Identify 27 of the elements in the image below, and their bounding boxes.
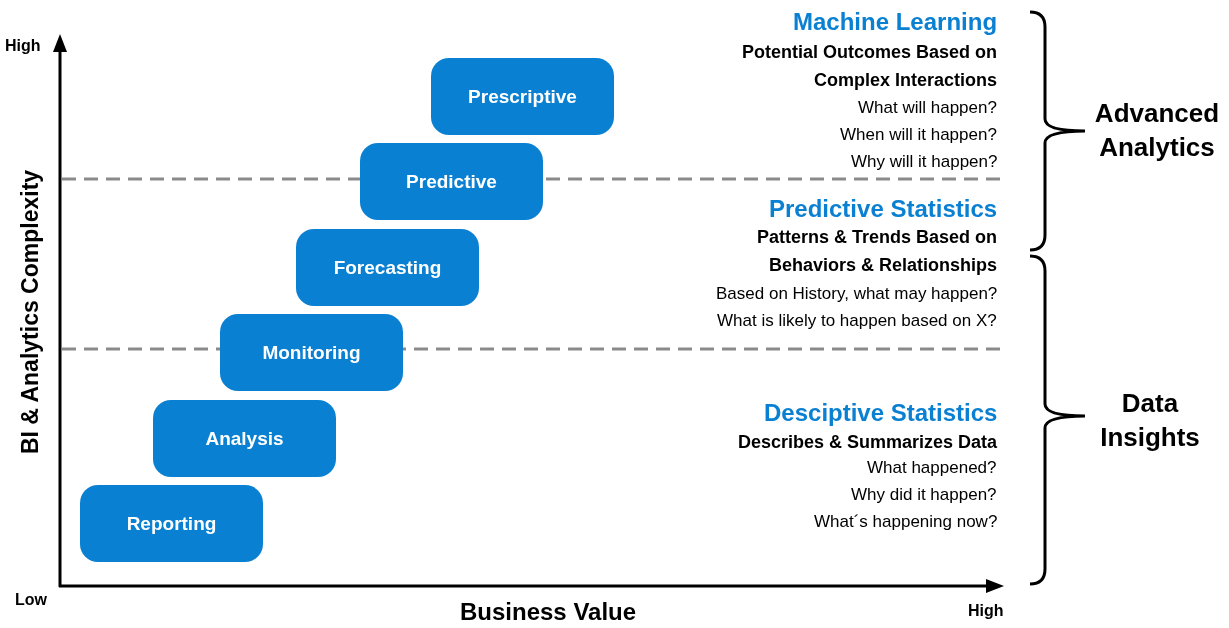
axis-end-label: Low: [15, 590, 47, 610]
question-text: What will happen?: [858, 97, 997, 119]
question-text: Based on History, what may happen?: [716, 283, 998, 305]
question-text: Why did it happen?: [851, 484, 997, 506]
question-text: When will it happen?: [840, 124, 997, 146]
step-box: Forecasting: [296, 229, 479, 306]
group-label: Data Insights: [1099, 387, 1201, 454]
axis-end-label: High: [968, 601, 1004, 621]
step-box: Monitoring: [220, 314, 403, 391]
category-subheading: Patterns & Trends Based on Behaviors & Relationships: [755, 226, 997, 277]
step-box: Prescriptive: [431, 58, 614, 135]
step-box: Predictive: [360, 143, 543, 220]
category-subheading: Describes & Summarizes Data: [738, 431, 998, 454]
axis-end-label: High: [5, 36, 41, 56]
category-heading: Machine Learning: [793, 7, 998, 37]
step-box: Reporting: [80, 485, 263, 562]
question-text: Why will it happen?: [851, 151, 998, 173]
question-text: What happened?: [867, 457, 997, 479]
group-label: Advanced Analytics: [1093, 97, 1221, 164]
axis-title: Business Value: [460, 597, 637, 627]
category-heading: Desciptive Statistics: [764, 398, 998, 428]
step-box: Analysis: [153, 400, 336, 477]
axis-title: BI & Analytics Complexity: [16, 169, 45, 455]
question-text: What´s happening now?: [814, 511, 998, 533]
category-heading: Predictive Statistics: [769, 194, 998, 224]
question-text: What is likely to happen based on X?: [717, 310, 997, 332]
category-subheading: Potential Outcomes Based on Complex Interactions: [740, 41, 997, 92]
